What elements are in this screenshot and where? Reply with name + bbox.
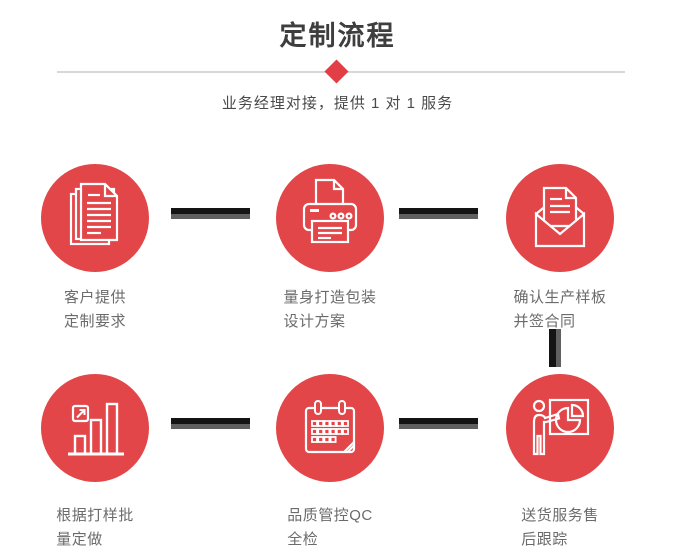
connector-step4-step5 <box>171 418 250 429</box>
step-2-label: 量身打造包装 设计方案 <box>283 289 377 330</box>
page-title: 定制流程 <box>279 21 396 51</box>
step-2-circle <box>276 164 384 272</box>
printer-icon <box>302 178 358 244</box>
diamond-icon <box>324 59 349 84</box>
step-1-circle <box>41 164 149 272</box>
connector-step5-step6 <box>399 418 478 429</box>
step-6-circle <box>506 374 614 482</box>
step-1-label: 客户提供 定制要求 <box>63 289 126 330</box>
step-4-label: 根据打样批 量定做 <box>56 507 134 548</box>
step-6-label: 送货服务售 后跟踪 <box>521 507 599 548</box>
step-5-circle <box>276 374 384 482</box>
step-5-label: 品质管控QC 全检 <box>287 507 373 548</box>
envelope-icon <box>534 186 586 248</box>
step-3-circle <box>506 164 614 272</box>
step-4-circle <box>41 374 149 482</box>
calendar-icon <box>304 400 356 454</box>
connector-step3-step6 <box>549 329 561 367</box>
connector-step2-step3 <box>399 208 478 219</box>
bar-chart-icon <box>68 402 124 456</box>
presentation-icon <box>532 398 590 456</box>
connector-step1-step2 <box>171 208 250 219</box>
subtitle: 业务经理对接，提供 1 对 1 服务 <box>221 95 454 112</box>
step-3-label: 确认生产样板 并签合同 <box>513 289 607 330</box>
documents-icon <box>69 182 119 246</box>
